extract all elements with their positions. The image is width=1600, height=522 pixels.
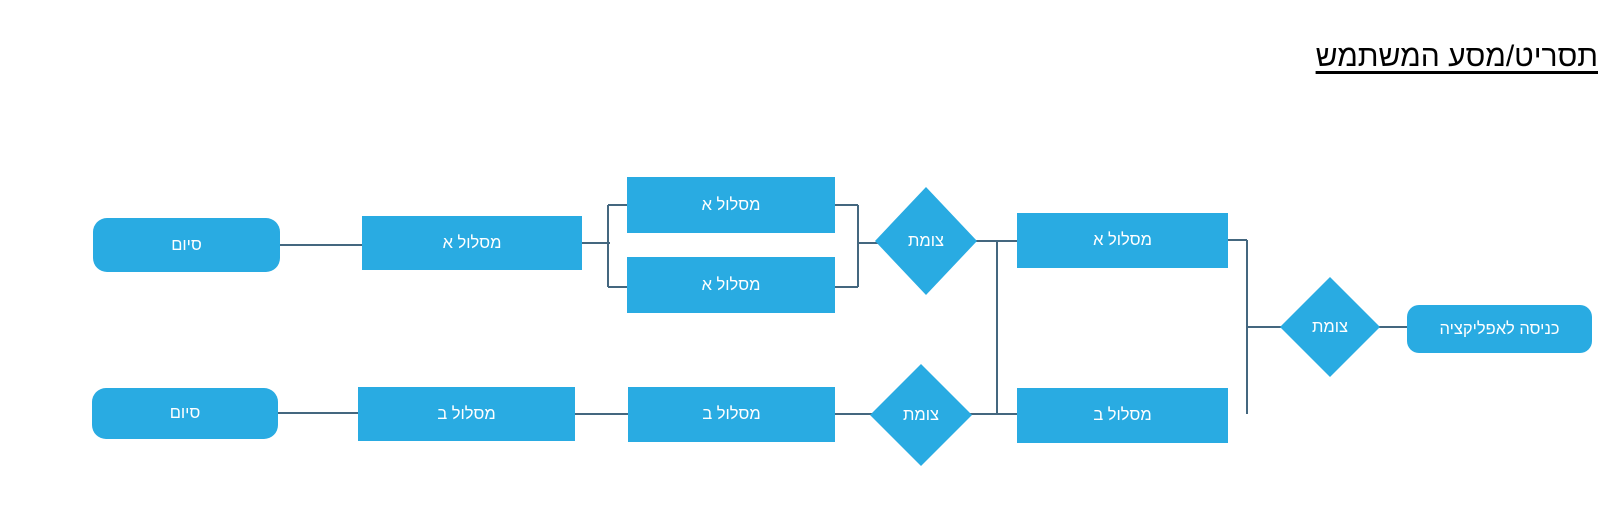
node-route-a-stage2-top[interactable]: מסלול א — [627, 177, 835, 233]
node-end-a-label: סיום — [171, 235, 202, 254]
node-route-a-stage2-bottom[interactable]: מסלול א — [627, 257, 835, 313]
node-route-a-stage3[interactable]: מסלול א — [1017, 213, 1228, 268]
node-junction-a-label: צומת — [908, 231, 945, 250]
node-junction-right[interactable]: צומת — [1280, 277, 1380, 377]
node-route-b-stage1[interactable]: מסלול ב — [358, 387, 575, 441]
node-end-a[interactable]: סיום — [93, 218, 280, 272]
node-junction-b-label: צומת — [903, 405, 940, 424]
node-route-a-stage2-bottom-label: מסלול א — [701, 275, 761, 294]
node-route-a-stage2-top-label: מסלול א — [701, 195, 761, 214]
node-route-a-stage3-label: מסלול א — [1093, 231, 1152, 250]
page-title: תסריט/מסע המשתמש — [1315, 40, 1598, 73]
node-route-b-stage2-label: מסלול ב — [702, 405, 761, 424]
node-end-b[interactable]: סיום — [92, 388, 278, 439]
node-route-b-stage3-label: מסלול ב — [1093, 406, 1152, 425]
node-route-b-stage3[interactable]: מסלול ב — [1017, 388, 1228, 443]
node-route-a-stage1-label: מסלול א — [442, 233, 502, 252]
node-route-b-stage1-label: מסלול ב — [437, 404, 496, 423]
node-route-b-stage2[interactable]: מסלול ב — [628, 387, 835, 442]
node-entry[interactable]: כניסה לאפליקציה — [1407, 305, 1592, 353]
node-junction-b[interactable]: צומת — [870, 364, 972, 466]
node-route-a-stage1[interactable]: מסלול א — [362, 216, 582, 270]
node-junction-right-label: צומת — [1312, 317, 1349, 336]
node-entry-label: כניסה לאפליקציה — [1439, 319, 1560, 338]
node-junction-a[interactable]: צומת — [875, 187, 977, 295]
node-end-b-label: סיום — [169, 404, 201, 423]
